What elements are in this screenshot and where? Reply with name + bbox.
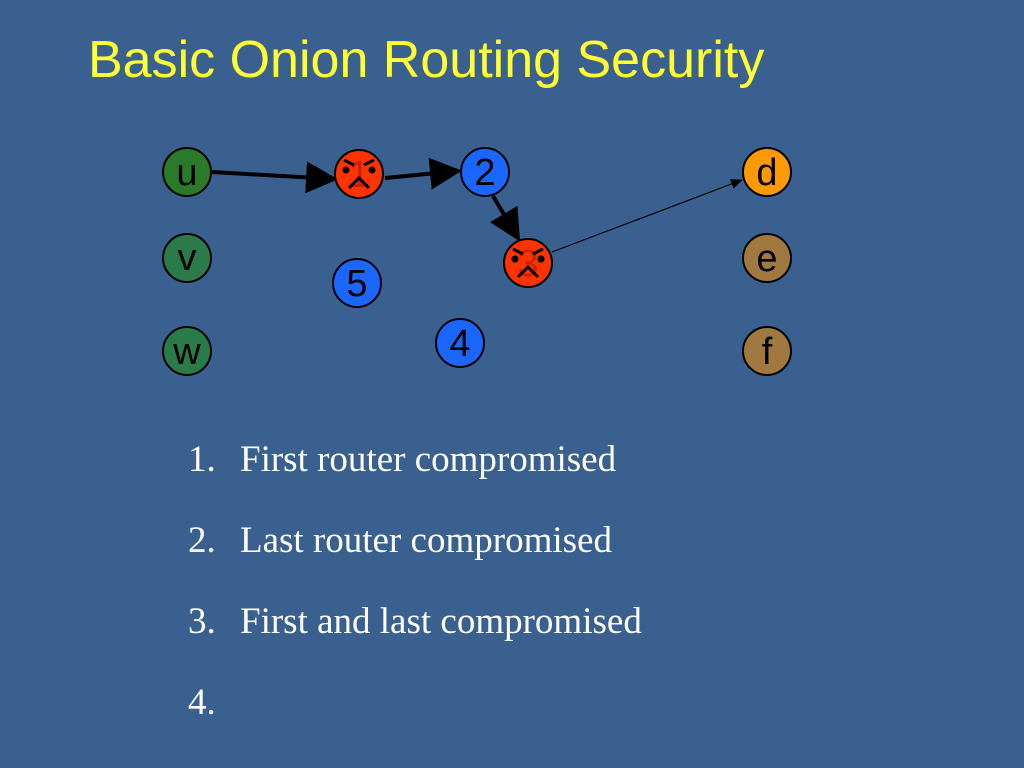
router-node-5-label: 5 xyxy=(346,263,367,305)
edge-2-to-3 xyxy=(489,194,521,242)
list-item-number: 3. xyxy=(188,601,216,642)
list-item-number: 4. xyxy=(188,682,216,723)
router-node-2: 2 xyxy=(460,147,510,197)
router-node-5-circle xyxy=(332,258,382,308)
router-node-1: 1 xyxy=(334,149,384,199)
list-item-text: Last router compromised xyxy=(240,520,612,561)
user-node-w: w xyxy=(162,326,212,376)
list-item: 4. xyxy=(188,681,642,762)
destination-node-d-circle xyxy=(742,147,792,197)
onion-routing-diagram: u v w 1 2 3 xyxy=(162,147,792,376)
user-node-w-label: w xyxy=(172,331,201,373)
router-node-4: 4 xyxy=(435,318,485,368)
list-item-text: First router compromised xyxy=(240,439,617,480)
router-node-5: 5 xyxy=(332,258,382,308)
angry-face-icon xyxy=(511,247,545,279)
list-item-text: First and last compromised xyxy=(240,601,642,642)
user-node-u: u xyxy=(162,147,212,197)
destination-node-d: d xyxy=(742,147,792,197)
angry-face-icon xyxy=(342,158,376,190)
destination-node-e-label: e xyxy=(756,238,777,280)
scenario-list: 1. First router compromised 2. Last rout… xyxy=(188,438,642,762)
edge-3-to-d xyxy=(551,179,743,253)
user-node-v-circle xyxy=(162,233,212,283)
user-node-u-circle xyxy=(162,147,212,197)
list-item: 1. First router compromised xyxy=(188,438,642,519)
list-item-number: 2. xyxy=(188,520,216,561)
list-item: 3. First and last compromised xyxy=(188,600,642,681)
user-node-w-circle xyxy=(162,326,212,376)
router-node-3-label: 3 xyxy=(517,243,538,285)
router-node-2-circle xyxy=(460,147,510,197)
destination-node-d-label: d xyxy=(756,152,777,194)
edge-1-to-2 xyxy=(384,157,462,190)
router-node-2-label: 2 xyxy=(474,152,495,194)
user-node-u-label: u xyxy=(176,152,197,194)
destination-node-f: f xyxy=(742,326,792,376)
user-node-v: v xyxy=(162,233,212,283)
destination-node-f-circle xyxy=(742,326,792,376)
router-node-1-label: 1 xyxy=(348,154,369,196)
destination-node-e: e xyxy=(742,233,792,283)
list-item: 2. Last router compromised xyxy=(188,519,642,600)
edge-u-to-1 xyxy=(211,161,338,194)
router-node-3: 3 xyxy=(503,238,553,288)
list-item-number: 1. xyxy=(188,439,216,480)
router-node-4-label: 4 xyxy=(449,323,470,365)
router-node-4-circle xyxy=(435,318,485,368)
user-node-v-label: v xyxy=(178,237,197,279)
slide-title: Basic Onion Routing Security xyxy=(88,31,765,89)
destination-node-e-circle xyxy=(742,233,792,283)
destination-node-f-label: f xyxy=(762,331,773,373)
